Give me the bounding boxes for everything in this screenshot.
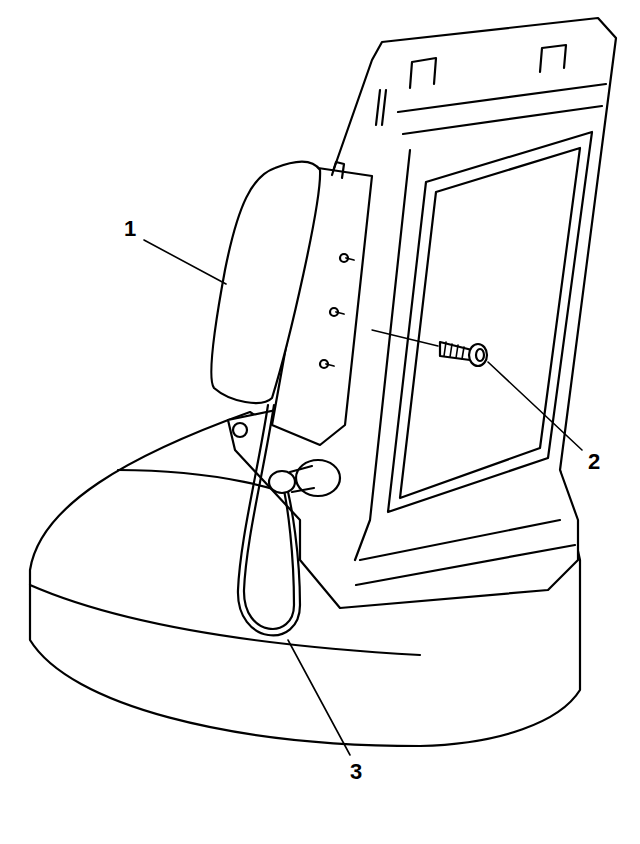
pivot-bolt	[269, 471, 295, 493]
airbag-module	[211, 162, 320, 403]
leader-line	[144, 240, 226, 284]
leader-line	[288, 640, 350, 755]
frame-bottom-rail	[356, 520, 575, 585]
housing-studs	[326, 258, 354, 366]
housing-stud	[320, 360, 328, 368]
housing-stud	[330, 308, 338, 316]
pivot-bolt-shank	[290, 466, 314, 492]
top-stud	[332, 162, 344, 178]
fastener-head-inner	[476, 349, 484, 361]
callout-number: 1	[124, 218, 136, 240]
fastener-axis	[372, 330, 438, 346]
frame-top-bar	[398, 84, 606, 134]
pivot-hole	[233, 423, 247, 437]
callout-number: 3	[350, 761, 362, 783]
frame-window	[388, 132, 592, 512]
leader-line	[488, 362, 582, 450]
frame-window-inner	[400, 148, 580, 498]
callout-number: 2	[588, 451, 600, 473]
fastener-shank	[440, 342, 472, 360]
wiring-harness-2	[244, 405, 294, 629]
housing-stud	[340, 254, 348, 262]
fastener-threads	[444, 342, 464, 359]
frame-top-tabs	[410, 45, 566, 88]
wiring-harness	[238, 405, 300, 635]
frame-left-slots	[376, 90, 386, 125]
fastener-head	[469, 344, 487, 366]
